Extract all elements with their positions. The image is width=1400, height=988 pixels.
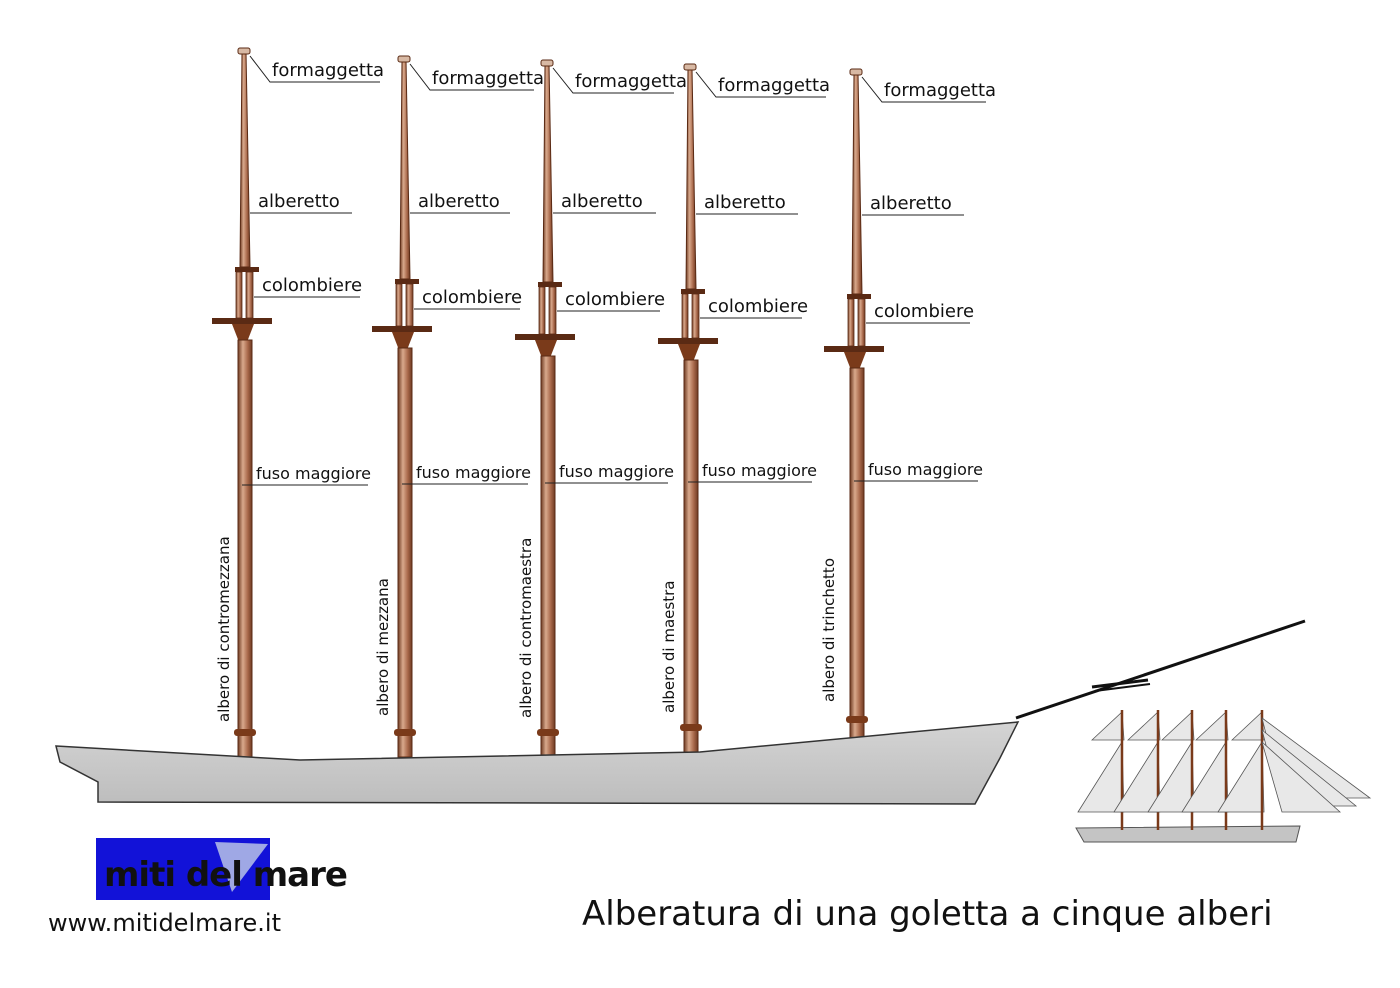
formaggetta-leader [409, 63, 534, 91]
colombiere-label: colombiere [422, 287, 522, 308]
doubling-right [405, 283, 414, 327]
cap-block [681, 289, 705, 294]
crosstree [212, 318, 272, 324]
formaggetta-leader [552, 67, 674, 94]
formaggetta-leader [861, 76, 986, 103]
website-url[interactable]: www.mitidelmare.it [48, 909, 281, 937]
mast-name-label: albero di contromezzana [215, 536, 233, 722]
thumb-sail [1077, 740, 1125, 813]
doubling-right [857, 298, 866, 347]
doubling-right [245, 271, 254, 319]
alberetto-label: alberetto [561, 191, 643, 212]
cap-block [538, 282, 562, 287]
mast-name-label: albero di maestra [660, 581, 678, 713]
thumb-hull [1075, 825, 1301, 843]
truck-cap [849, 68, 863, 76]
crosstree [658, 338, 718, 344]
doubling-left [681, 293, 689, 339]
mast-collar [846, 716, 868, 723]
trestle [678, 344, 700, 362]
topmast [685, 67, 697, 290]
crosstree [515, 334, 575, 340]
trestle [844, 352, 866, 370]
formaggetta-label: formaggetta [884, 80, 996, 101]
mast-name-label: albero di mezzana [374, 578, 392, 716]
mast-collar [537, 729, 559, 736]
logo-text: miti del mare [104, 855, 347, 895]
bowsprit [1015, 619, 1306, 720]
masts-group: formaggetta alberetto colombiere fuso maggi… [212, 47, 996, 758]
mast-3: formaggetta alberetto colombiere fuso maggi… [515, 59, 687, 758]
formaggetta-leader [695, 71, 826, 98]
alberetto-label: alberetto [418, 191, 500, 212]
mast-5: formaggetta alberetto colombiere fuso maggi… [820, 68, 996, 745]
formaggetta-label: formaggetta [718, 75, 830, 96]
fuso-label: fuso maggiore [256, 464, 371, 483]
colombiere-label: colombiere [262, 275, 362, 296]
doubling-right [691, 293, 700, 339]
cap-block [235, 267, 259, 272]
doubling-left [538, 286, 546, 335]
hull [55, 721, 1020, 805]
cap-block [847, 294, 871, 299]
topmast [542, 63, 554, 283]
lower-mast [237, 339, 253, 758]
thumb-topsail [1160, 711, 1195, 741]
mast-2: formaggetta alberetto colombiere fuso maggi… [372, 55, 544, 758]
truck-cap [397, 55, 411, 63]
formaggetta-label: formaggetta [272, 60, 384, 81]
trestle [392, 332, 414, 350]
mast-collar [234, 729, 256, 736]
formaggetta-leader [249, 55, 380, 83]
mast-collar [680, 724, 702, 731]
page-title: Alberatura di una goletta a cinque alber… [582, 894, 1273, 934]
topmast [399, 59, 411, 280]
thumb-topsail [1230, 711, 1265, 741]
lower-mast [683, 359, 699, 753]
thumb-jib [1261, 740, 1342, 813]
mast-name-label: albero di contromaestra [517, 538, 535, 718]
truck-cap [237, 47, 251, 55]
thumb-topsail [1194, 711, 1229, 741]
cap-block [395, 279, 419, 284]
mast-name-label: albero di trinchetto [820, 558, 838, 702]
alberetto-label: alberetto [704, 192, 786, 213]
doubling-left [235, 271, 243, 319]
colombiere-label: colombiere [565, 289, 665, 310]
fuso-label: fuso maggiore [702, 461, 817, 480]
sail-icon [215, 842, 268, 892]
fuso-label: fuso maggiore [868, 460, 983, 479]
schooner-thumbnail [1075, 710, 1372, 843]
lower-mast [849, 367, 865, 745]
formaggetta-label: formaggetta [432, 68, 544, 89]
doubling-left [847, 298, 855, 347]
truck-cap [683, 63, 697, 71]
crosstree [372, 326, 432, 332]
lower-mast [540, 355, 556, 758]
fuso-label: fuso maggiore [416, 463, 531, 482]
alberetto-label: alberetto [258, 191, 340, 212]
thumb-topsail [1090, 711, 1125, 741]
fuso-label: fuso maggiore [559, 462, 674, 481]
crosstree [824, 346, 884, 352]
doubling-left [395, 283, 403, 327]
trestle [535, 340, 557, 358]
formaggetta-label: formaggetta [575, 71, 687, 92]
mast-4: formaggetta alberetto colombiere fuso maggi… [658, 63, 830, 753]
truck-cap [540, 59, 554, 67]
colombiere-label: colombiere [708, 296, 808, 317]
mast-1: formaggetta alberetto colombiere fuso maggi… [212, 47, 384, 758]
colombiere-label: colombiere [874, 301, 974, 322]
alberetto-label: alberetto [870, 193, 952, 214]
doubling-right [548, 286, 557, 335]
topmast [239, 51, 251, 268]
thumb-topsail [1126, 711, 1161, 741]
trestle [232, 324, 254, 342]
mast-collar [394, 729, 416, 736]
logo: miti del mare [96, 838, 348, 900]
topmast [851, 72, 863, 295]
lower-mast [397, 347, 413, 758]
